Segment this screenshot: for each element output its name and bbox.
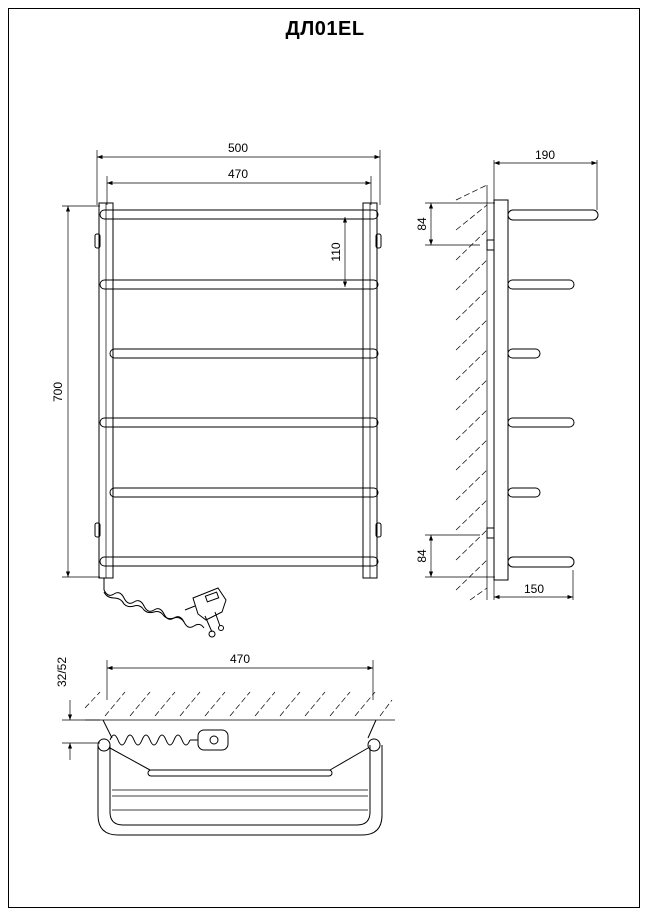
top-power-cord bbox=[109, 734, 191, 746]
outer-loop bbox=[97, 745, 383, 836]
drawing-title: ДЛ01EL bbox=[285, 18, 365, 40]
dim-rung-spacing: 110 bbox=[329, 242, 343, 261]
front-view: 500 470 700 110 bbox=[51, 141, 382, 638]
top-view: 470 32/52 bbox=[55, 652, 395, 836]
top-plug bbox=[197, 729, 229, 751]
post-left bbox=[97, 738, 111, 752]
side-rung bbox=[507, 417, 575, 428]
side-rung bbox=[507, 487, 541, 498]
rung bbox=[99, 279, 379, 290]
rung bbox=[109, 487, 379, 498]
rung bbox=[99, 209, 379, 220]
rung bbox=[99, 417, 379, 428]
dim-mount-bottom: 84 bbox=[415, 549, 429, 563]
rungs bbox=[99, 209, 379, 567]
side-rung bbox=[507, 556, 575, 568]
plug-body bbox=[192, 587, 227, 621]
side-rung bbox=[507, 348, 541, 359]
side-view: 190 84 84 150 bbox=[415, 148, 599, 601]
dim-top-width: 470 bbox=[230, 652, 250, 666]
power-cord bbox=[103, 578, 227, 638]
dim-wall-offset: 32/52 bbox=[55, 657, 69, 687]
side-rail bbox=[493, 199, 509, 581]
rung bbox=[109, 348, 379, 359]
rung bbox=[99, 556, 379, 567]
dim-depth-top: 190 bbox=[535, 148, 555, 162]
side-rung bbox=[507, 209, 599, 221]
dim-height: 700 bbox=[51, 382, 65, 402]
side-rung bbox=[507, 279, 575, 290]
dim-width-inner: 470 bbox=[228, 167, 248, 181]
dim-width-overall: 500 bbox=[228, 141, 248, 155]
dim-depth-bottom: 150 bbox=[524, 582, 544, 596]
drawing-frame bbox=[8, 8, 640, 908]
top-wall-hatch bbox=[84, 691, 395, 721]
wall-hatch bbox=[455, 184, 488, 601]
post-right bbox=[367, 738, 381, 752]
dim-mount-top: 84 bbox=[415, 217, 429, 231]
